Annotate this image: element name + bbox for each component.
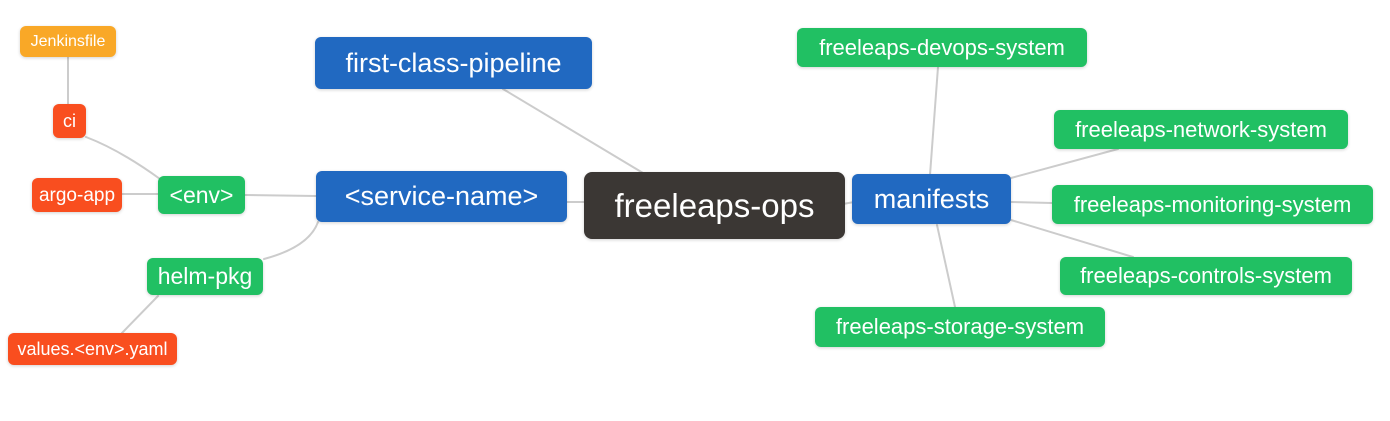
- edge-service-name-helm-pkg: [263, 221, 319, 260]
- edge-first-class-pipeline-freeleaps-ops: [502, 88, 644, 174]
- node-helm-pkg[interactable]: helm-pkg: [147, 258, 263, 295]
- node-freeleaps-network-system[interactable]: freeleaps-network-system: [1054, 110, 1348, 149]
- edge-helm-pkg-values-env-yaml: [121, 295, 159, 334]
- node-freeleaps-storage-system[interactable]: freeleaps-storage-system: [815, 307, 1105, 347]
- edge-env-service-name: [244, 194, 317, 197]
- node-ci[interactable]: ci: [53, 104, 86, 138]
- node-first-class-pipeline[interactable]: first-class-pipeline: [315, 37, 592, 89]
- node-values-env-yaml[interactable]: values.<env>.yaml: [8, 333, 177, 365]
- node-jenkinsfile[interactable]: Jenkinsfile: [20, 26, 116, 57]
- edge-ci-env: [85, 136, 161, 180]
- edge-manifests-controls-system: [1010, 219, 1134, 258]
- node-freeleaps-ops[interactable]: freeleaps-ops: [584, 172, 845, 239]
- node-env[interactable]: <env>: [158, 176, 245, 214]
- node-freeleaps-monitoring-system[interactable]: freeleaps-monitoring-system: [1052, 185, 1373, 224]
- node-manifests[interactable]: manifests: [852, 174, 1011, 224]
- node-argo-app[interactable]: argo-app: [32, 178, 122, 212]
- node-freeleaps-controls-system[interactable]: freeleaps-controls-system: [1060, 257, 1352, 295]
- node-freeleaps-devops-system[interactable]: freeleaps-devops-system: [797, 28, 1087, 67]
- edge-manifests-monitoring-system: [1010, 201, 1053, 204]
- edge-manifests-storage-system: [936, 224, 956, 308]
- edge-manifests-network-system: [1010, 148, 1119, 179]
- node-service-name[interactable]: <service-name>: [316, 171, 567, 222]
- edge-manifests-devops-system: [929, 66, 939, 176]
